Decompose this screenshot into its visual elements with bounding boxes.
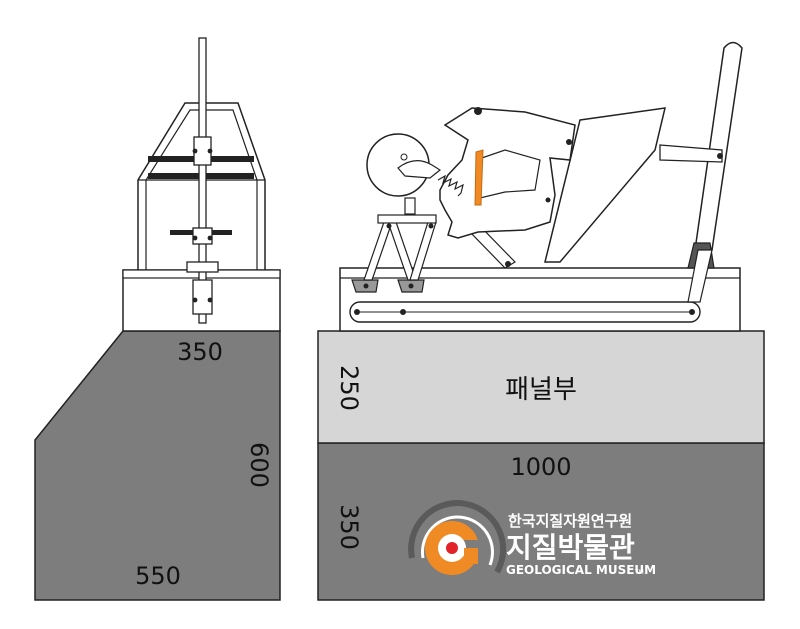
logo-museum-ko: 지질박물관 — [506, 531, 635, 564]
dim-side-height: 600 — [245, 442, 273, 488]
front-panel — [317, 330, 765, 444]
rear-post — [694, 41, 743, 251]
dim-base-height: 350 — [335, 504, 363, 550]
logo-org-name: 한국지질자원연구원 — [508, 512, 632, 530]
side-view: 350 600 550 — [34, 37, 281, 601]
side-frame — [137, 102, 266, 270]
logo-museum-en: GEOLOGICAL MUSEUM — [506, 563, 656, 577]
dim-side-top-width: 350 — [177, 338, 223, 366]
logo-red-dot — [446, 542, 458, 554]
dim-panel-height: 250 — [335, 365, 363, 411]
dim-base-width: 1000 — [510, 453, 571, 481]
body-wedge — [544, 107, 666, 263]
orange-accent — [474, 149, 484, 206]
front-base — [317, 442, 765, 601]
side-pedestal — [34, 330, 281, 601]
dim-side-bottom-width: 550 — [135, 562, 181, 590]
logo-tm: TM — [634, 569, 644, 576]
museum-logo: 한국지질자원연구원 지질박물관 GEOLOGICAL MUSEUM TM — [408, 500, 656, 577]
side-pole — [198, 37, 207, 324]
logo-arc — [408, 500, 507, 574]
panel-label: 패널부 — [505, 375, 577, 405]
front-view: 패널부 250 1000 350 한국지질자원연구원 지질박물관 GEOLOGI… — [317, 41, 765, 601]
